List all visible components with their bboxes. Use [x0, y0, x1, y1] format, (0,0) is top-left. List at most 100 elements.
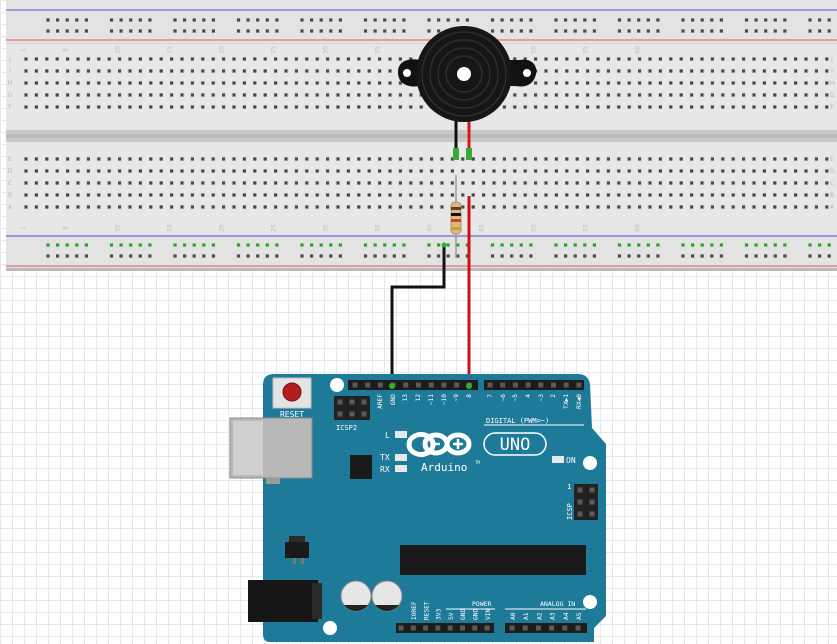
column-number-label: 1: [21, 226, 28, 230]
breadboard-hole: [315, 105, 319, 109]
header-pin: [349, 411, 355, 417]
breadboard-hole: [388, 169, 392, 173]
resistor-band-2: [451, 213, 461, 216]
breadboard-hole: [606, 205, 610, 209]
breadboard-hole: [315, 93, 319, 97]
breadboard-hole: [586, 57, 590, 61]
power-label: POWER: [472, 600, 492, 608]
breadboard-hole: [232, 169, 236, 173]
rail-hole: [818, 18, 822, 22]
rail-hole: [827, 254, 831, 258]
power-pin-label: 3V3: [436, 609, 443, 620]
breadboard-hole: [326, 69, 330, 73]
breadboard-hole: [180, 105, 184, 109]
breadboard-hole: [222, 193, 226, 197]
breadboard-hole: [710, 157, 714, 161]
reset-button[interactable]: [272, 377, 312, 409]
rail-hole: [519, 18, 523, 22]
breadboard-hole: [336, 57, 340, 61]
rail-hole: [446, 18, 450, 22]
digital-pin-label: ~6: [500, 394, 507, 402]
breadboard-hole: [658, 169, 662, 173]
breadboard-hole: [502, 169, 506, 173]
row-letter-label: J: [8, 56, 11, 63]
row-letter-label: G: [830, 92, 835, 99]
breadboard-hole: [107, 93, 111, 97]
breadboard-hole: [596, 81, 600, 85]
breadboard-hole: [679, 93, 683, 97]
rail-hole: [119, 29, 123, 33]
breadboard-hole: [482, 157, 486, 161]
breadboard-hole: [378, 57, 382, 61]
breadboard-hole: [45, 69, 49, 73]
breadboard-hole: [586, 157, 590, 161]
column-number-label: 1: [21, 48, 28, 52]
capacitor: [340, 580, 372, 612]
breadboard-hole: [596, 93, 600, 97]
rail-hole: [646, 243, 650, 247]
rail-hole: [75, 18, 79, 22]
rail-hole: [719, 243, 723, 247]
breadboard-hole: [326, 205, 330, 209]
breadboard-hole: [274, 93, 278, 97]
rail-hole: [754, 18, 758, 22]
breadboard-hole: [710, 205, 714, 209]
rail-hole: [700, 243, 704, 247]
breadboard-hole: [721, 81, 725, 85]
rail-hole: [500, 29, 504, 33]
rail-hole: [744, 243, 749, 247]
breadboard-hole: [492, 193, 496, 197]
buzzer-ring: [437, 47, 491, 101]
breadboard-hole: [690, 81, 694, 85]
breadboard-hole: [804, 57, 808, 61]
breadboard-hole: [357, 157, 361, 161]
breadboard-hole: [783, 193, 787, 197]
breadboard-hole: [679, 81, 683, 85]
breadboard-hole: [690, 157, 694, 161]
breadboard-hole: [534, 81, 538, 85]
breadboard-hole: [336, 205, 340, 209]
rail-hole: [510, 29, 514, 33]
breadboard-hole: [461, 205, 465, 209]
breadboard-hole: [305, 169, 309, 173]
rail-hole: [275, 243, 279, 247]
rail-hole: [681, 29, 685, 33]
breadboard-hole: [700, 81, 704, 85]
breadboard-hole: [222, 57, 226, 61]
breadboard-hole: [107, 157, 111, 161]
rail-hole: [265, 254, 269, 258]
breadboard-hole: [201, 193, 205, 197]
rail-hole: [109, 254, 114, 258]
breadboard-hole: [118, 105, 122, 109]
rail-hole: [627, 29, 631, 33]
breadboard-hole: [86, 105, 90, 109]
breadboard-hole: [575, 93, 579, 97]
breadboard-hole: [534, 57, 538, 61]
uno-label: UNO: [500, 435, 531, 455]
breadboard-hole: [326, 93, 330, 97]
breadboard-hole: [502, 157, 506, 161]
header-pin: [398, 625, 404, 631]
breadboard-hole: [617, 105, 621, 109]
breadboard-hole: [55, 169, 59, 173]
rail-hole: [564, 243, 568, 247]
breadboard-hole: [128, 205, 132, 209]
breadboard-hole: [419, 169, 423, 173]
breadboard-hole: [76, 193, 80, 197]
rail-hole: [373, 254, 377, 258]
breadboard-hole: [398, 105, 402, 109]
breadboard-hole: [211, 169, 215, 173]
rail-hole: [75, 243, 79, 247]
breadboard-hole: [222, 69, 226, 73]
breadboard-hole: [544, 81, 548, 85]
rail-hole: [338, 18, 342, 22]
breadboard-hole: [118, 181, 122, 185]
rail-hole: [65, 29, 69, 33]
breadboard-hole: [242, 169, 246, 173]
rail-hole: [427, 254, 431, 258]
header-pin: [589, 511, 595, 517]
breadboard-hole: [190, 169, 194, 173]
rail-hole: [383, 29, 387, 33]
breadboard-hole: [731, 205, 735, 209]
